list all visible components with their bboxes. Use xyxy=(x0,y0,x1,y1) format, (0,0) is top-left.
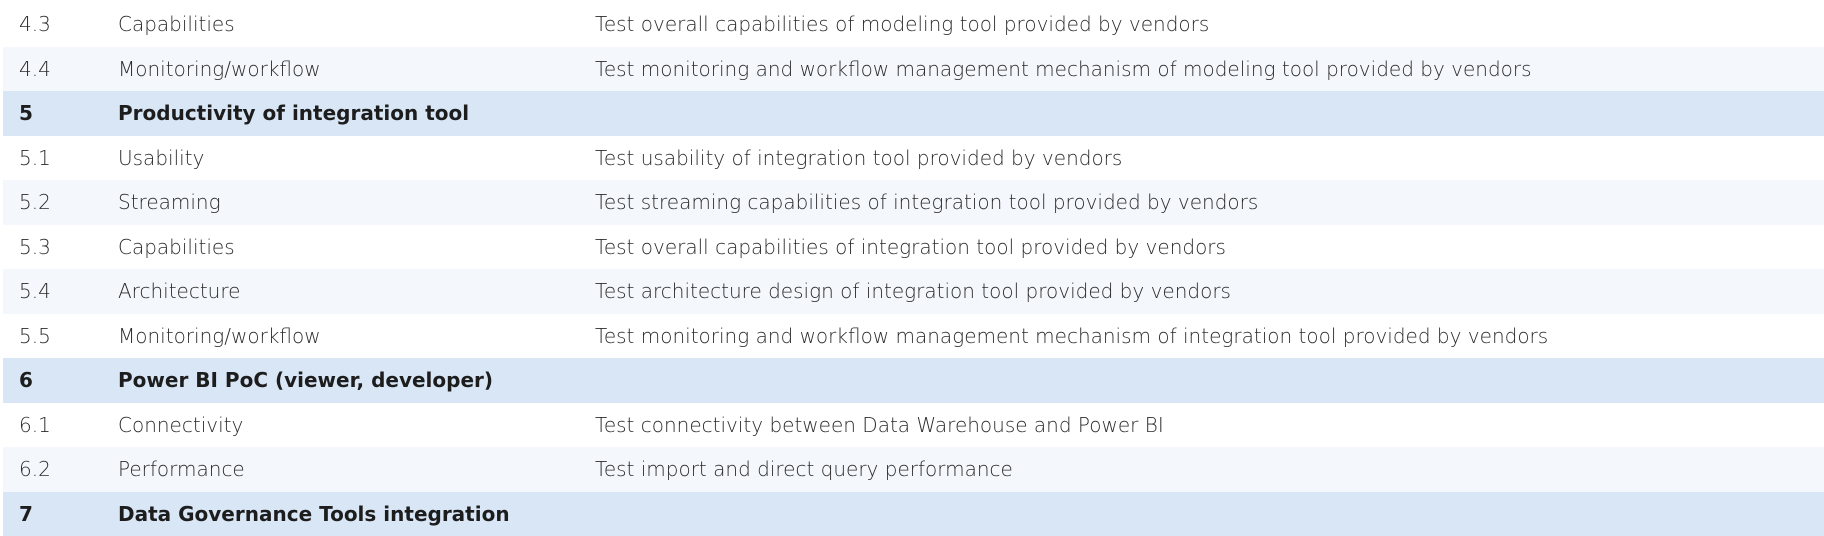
row-description: Test usability of integration tool provi… xyxy=(595,146,1824,170)
section-number: 7 xyxy=(3,502,118,526)
section-header-row: 5 Productivity of integration tool xyxy=(3,91,1824,136)
table-row: 6.2 Performance Test import and direct q… xyxy=(3,447,1824,492)
row-name: Performance xyxy=(118,457,595,481)
section-title: Power BI PoC (viewer, developer) xyxy=(118,368,595,392)
table-row: 5.5 Monitoring/workflow Test monitoring … xyxy=(3,314,1824,359)
row-name: Connectivity xyxy=(118,413,595,437)
table-row: 5.3 Capabilities Test overall capabiliti… xyxy=(3,225,1824,270)
row-number: 5.2 xyxy=(3,190,118,214)
row-name: Usability xyxy=(118,146,595,170)
table-row: 5.2 Streaming Test streaming capabilitie… xyxy=(3,180,1824,225)
row-description: Test streaming capabilities of integrati… xyxy=(595,190,1824,214)
row-description: Test monitoring and workflow management … xyxy=(595,57,1824,81)
table-row: 5.4 Architecture Test architecture desig… xyxy=(3,269,1824,314)
section-number: 5 xyxy=(3,101,118,125)
table-row: 5.1 Usability Test usability of integrat… xyxy=(3,136,1824,181)
table-row: 6.1 Connectivity Test connectivity betwe… xyxy=(3,403,1824,448)
row-description: Test connectivity between Data Warehouse… xyxy=(595,413,1824,437)
row-name: Architecture xyxy=(118,279,595,303)
row-number: 5.3 xyxy=(3,235,118,259)
table-row: 4.3 Capabilities Test overall capabiliti… xyxy=(3,2,1824,47)
row-number: 5.5 xyxy=(3,324,118,348)
row-description: Test monitoring and workflow management … xyxy=(595,324,1824,348)
row-name: Monitoring/workflow xyxy=(118,324,595,348)
row-name: Capabilities xyxy=(118,12,595,36)
row-number: 4.4 xyxy=(3,57,118,81)
row-number: 5.4 xyxy=(3,279,118,303)
requirements-table: 4.3 Capabilities Test overall capabiliti… xyxy=(3,2,1824,536)
section-title: Productivity of integration tool xyxy=(118,101,595,125)
row-number: 5.1 xyxy=(3,146,118,170)
section-header-row: 7 Data Governance Tools integration xyxy=(3,492,1824,536)
row-name: Capabilities xyxy=(118,235,595,259)
table-row: 4.4 Monitoring/workflow Test monitoring … xyxy=(3,47,1824,92)
section-title: Data Governance Tools integration xyxy=(118,502,595,526)
row-name: Streaming xyxy=(118,190,595,214)
row-description: Test architecture design of integration … xyxy=(595,279,1824,303)
row-description: Test overall capabilities of modeling to… xyxy=(595,12,1824,36)
row-name: Monitoring/workflow xyxy=(118,57,595,81)
section-header-row: 6 Power BI PoC (viewer, developer) xyxy=(3,358,1824,403)
section-number: 6 xyxy=(3,368,118,392)
row-description: Test overall capabilities of integration… xyxy=(595,235,1824,259)
row-number: 6.1 xyxy=(3,413,118,437)
row-description: Test import and direct query performance xyxy=(595,457,1824,481)
row-number: 6.2 xyxy=(3,457,118,481)
row-number: 4.3 xyxy=(3,12,118,36)
